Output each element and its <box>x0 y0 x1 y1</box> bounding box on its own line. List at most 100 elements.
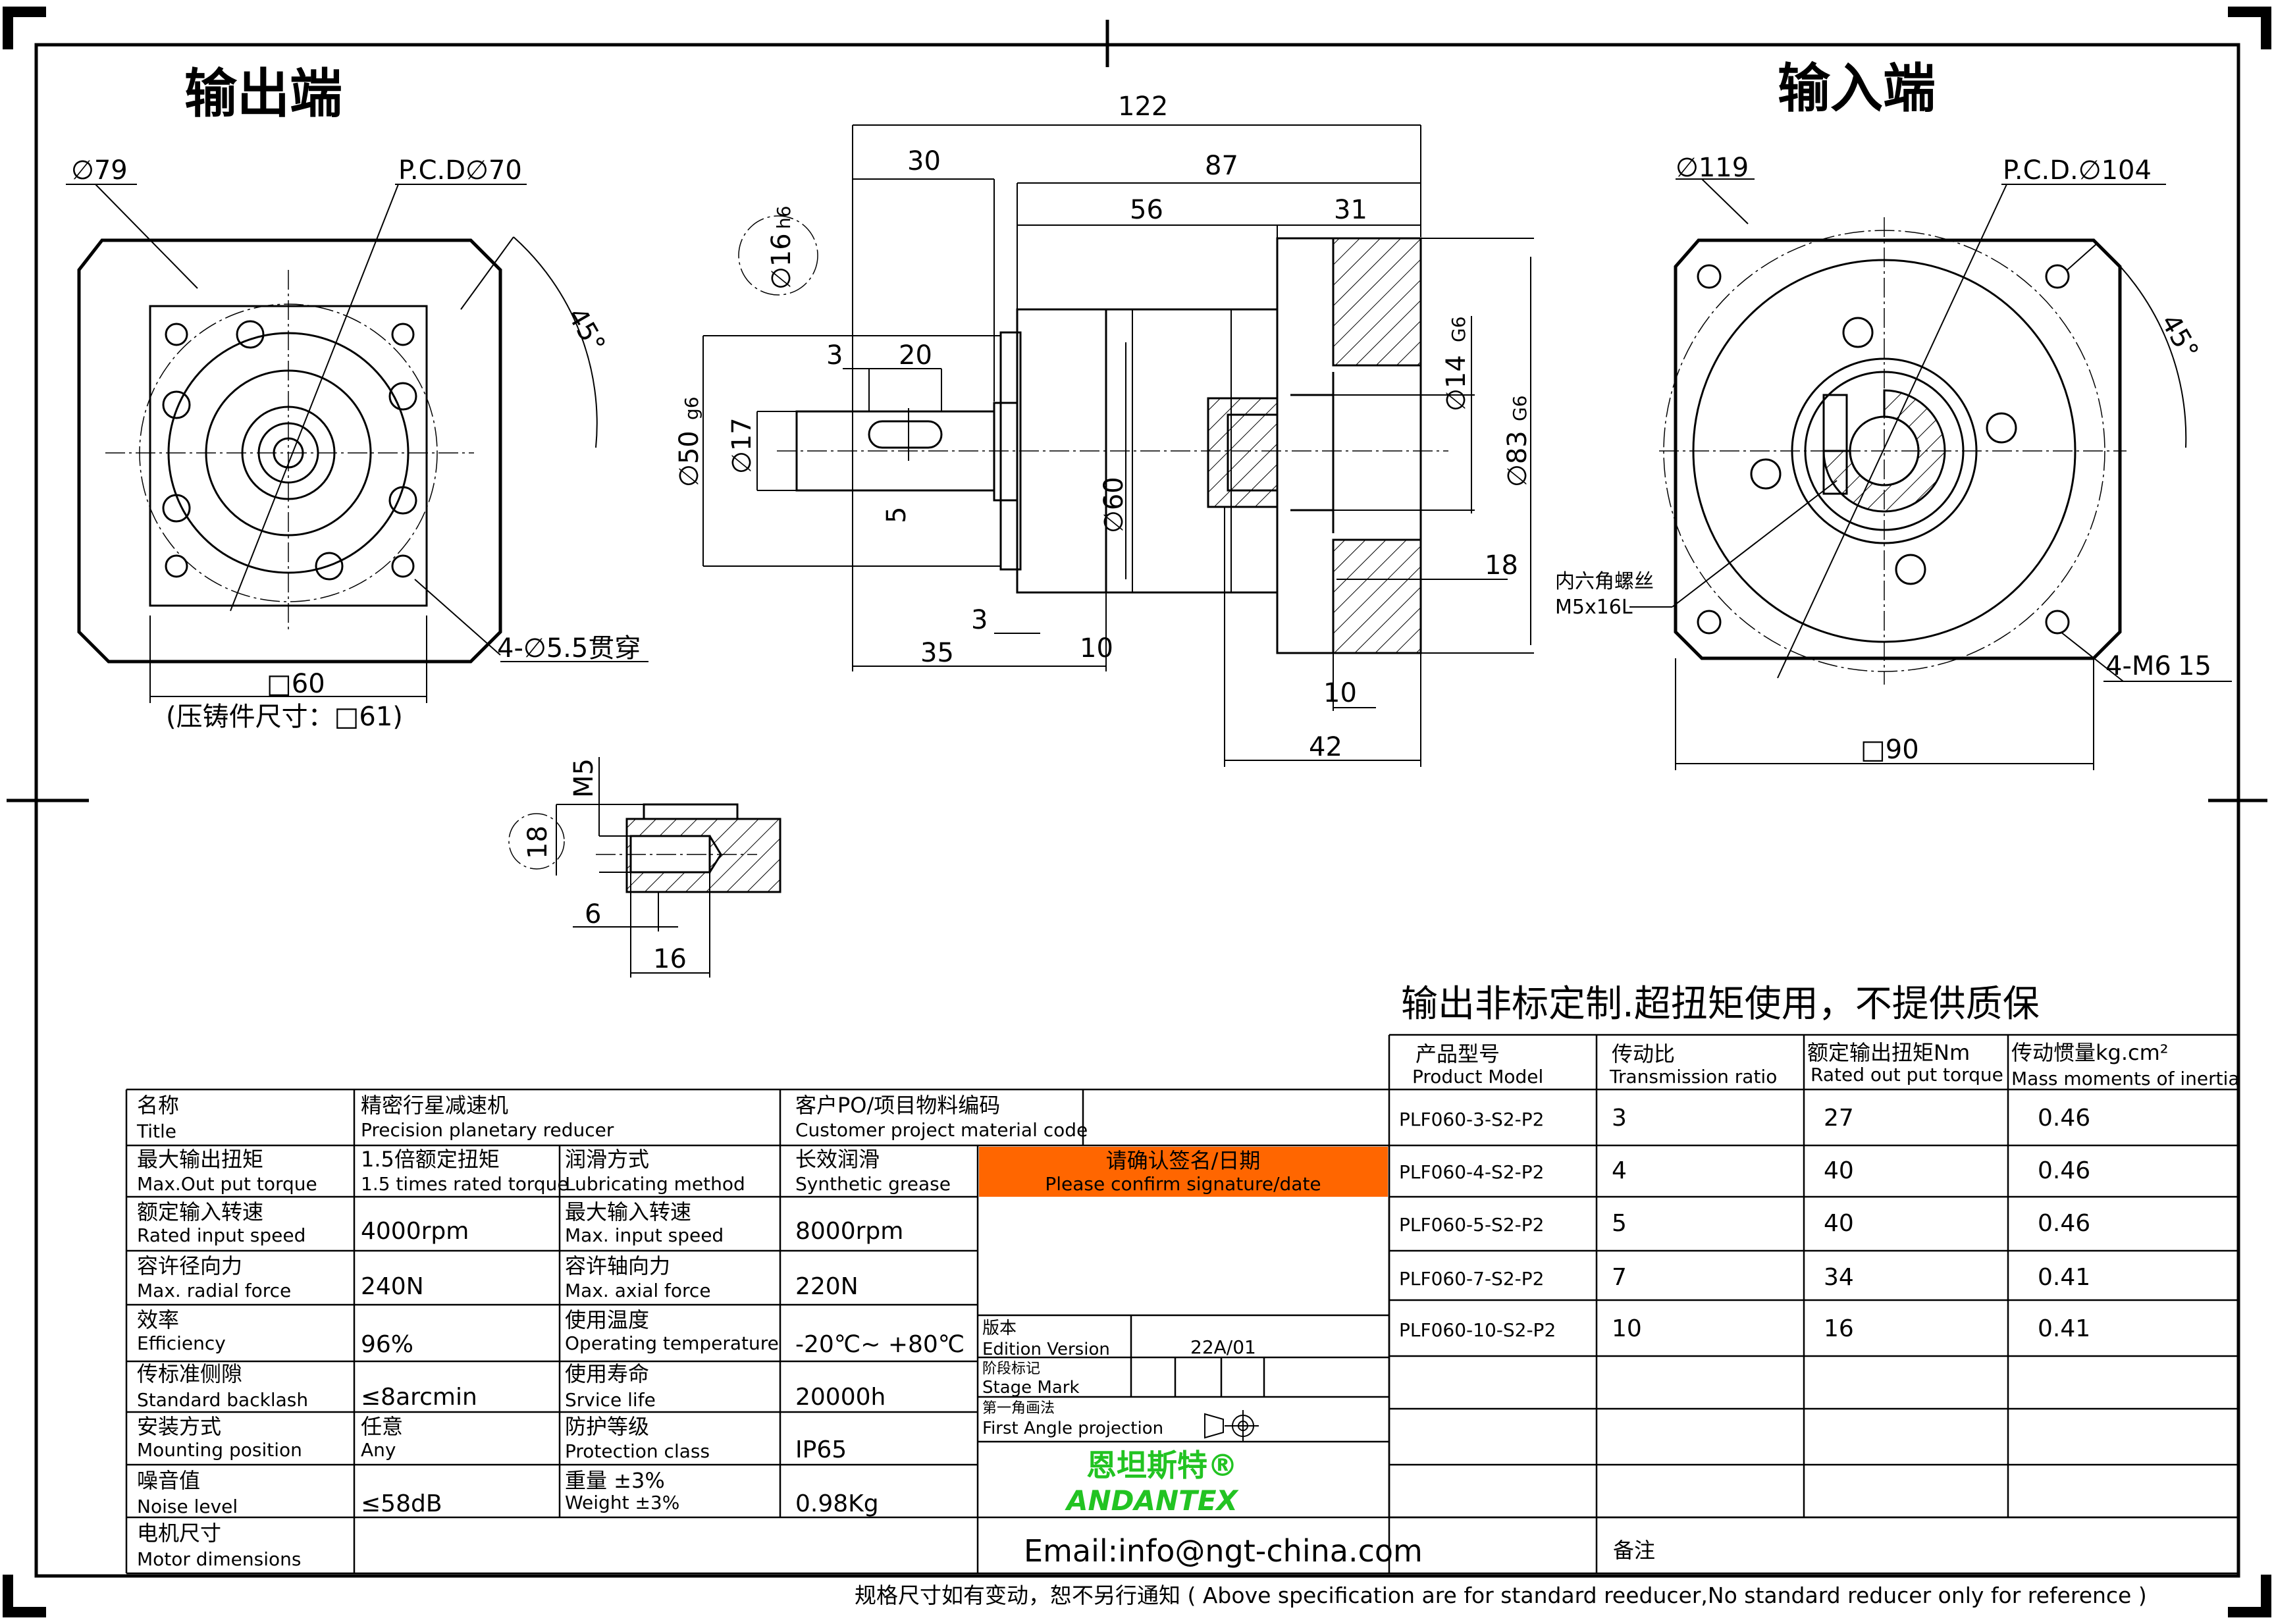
screw-label-cn: 内六角螺丝 <box>1555 570 1654 593</box>
dim-phi60: ∅60 <box>1099 477 1129 533</box>
spec-value-cn: 长效润滑 <box>795 1147 880 1172</box>
model-header-en-3: Mass moments of inertia <box>2011 1068 2240 1089</box>
table-cell: 0.46 <box>2038 1210 2090 1237</box>
table-cell: 0.46 <box>2038 1157 2090 1184</box>
dim-5: 5 <box>882 507 912 523</box>
spec-product-name-en: Precision planetary reducer <box>361 1119 614 1141</box>
confirm-label-cn: 请确认签名/日期 <box>1106 1148 1261 1173</box>
remark-label: 备注 <box>1613 1538 1655 1563</box>
spec-value: -20℃~ +80℃ <box>795 1331 965 1358</box>
spec-value: ≤58dB <box>361 1490 442 1517</box>
spec-value-en: Any <box>361 1439 396 1461</box>
spec-value: 96% <box>361 1331 413 1358</box>
output-end-view <box>66 184 648 703</box>
spec-value-en: Synthetic grease <box>795 1173 951 1195</box>
table-cell: 10 <box>1612 1315 1642 1342</box>
spec-label-cn: 使用温度 <box>565 1307 649 1332</box>
spec-label-cn: 重量 ±3% <box>565 1468 665 1493</box>
dim-input-holes: 4-M6 <box>2105 651 2171 681</box>
projection-label-cn: 第一角画法 <box>982 1400 1055 1417</box>
dim-42: 42 <box>1309 732 1342 762</box>
model-header-en-0: Product Model <box>1412 1066 1543 1087</box>
dim-phi79: ∅79 <box>71 155 128 186</box>
stage-label-cn: 阶段标记 <box>982 1361 1040 1377</box>
dim-phi16-tolerance: h6 <box>773 205 795 229</box>
table-cell: PLF060-7-S2-P2 <box>1399 1268 1544 1290</box>
dim-phi50: ∅50 <box>674 431 704 487</box>
model-rows: PLF060-3-S2-P2 3 27 0.46 PLF060-4-S2-P2 … <box>1399 1105 2090 1342</box>
dim-35: 35 <box>920 638 954 668</box>
model-header-cn-3: 传动惯量kg.cm² <box>2011 1040 2169 1065</box>
spec-customer-en: Customer project material code <box>795 1119 1088 1141</box>
spec-value-en: 1.5 times rated torque <box>361 1173 569 1195</box>
dim-input-45deg: 45° <box>2155 309 2204 365</box>
confirm-signature-cell[interactable] <box>979 1147 1388 1197</box>
spec-value: ≤8arcmin <box>361 1384 477 1411</box>
spec-label-en: Efficiency <box>137 1332 226 1354</box>
spec-label-cn: 安装方式 <box>137 1414 221 1439</box>
spec-value: 4000rpm <box>361 1218 469 1245</box>
spec-label-cn: 最大输出扭矩 <box>137 1147 263 1172</box>
first-angle-projection-icon <box>1204 1410 1259 1442</box>
spec-label-en: Mounting position <box>137 1439 302 1461</box>
dim-phi17: ∅17 <box>727 417 757 474</box>
table-cell: 0.41 <box>2038 1315 2090 1342</box>
spec-value-cn: 1.5倍额定扭矩 <box>361 1147 500 1172</box>
table-cell: 40 <box>1824 1210 1854 1237</box>
dim-pcd70: P.C.D∅70 <box>398 155 522 186</box>
dim-output-45deg: 45° <box>562 303 611 358</box>
dim-122: 122 <box>1118 92 1168 122</box>
dim-phi14: ∅14 <box>1441 355 1471 411</box>
edition-label-cn: 版本 <box>982 1319 1017 1338</box>
brand-logo-cn: 恩坦斯特® <box>1086 1448 1238 1483</box>
spec-value: 8000rpm <box>795 1218 903 1245</box>
dim-phi119: ∅119 <box>1676 153 1749 183</box>
dim-input-depth: 15 <box>2178 651 2211 681</box>
spec-value: 240N <box>361 1273 424 1300</box>
dim-3-top: 3 <box>826 340 843 371</box>
notice-text: 输出非标定制.超扭矩使用，不提供质保 <box>1401 983 2040 1026</box>
spec-label-cn: 容许轴向力 <box>565 1253 670 1278</box>
spec-label-cn: 容许径向力 <box>137 1253 242 1278</box>
table-cell: 27 <box>1824 1105 1854 1132</box>
spec-value-cn: 任意 <box>361 1414 403 1439</box>
table-cell: 0.41 <box>2038 1264 2090 1291</box>
projection-label-en: First Angle projection <box>982 1419 1163 1438</box>
spec-label-en: Max. axial force <box>565 1280 711 1301</box>
edition-value: 22A/01 <box>1190 1336 1256 1358</box>
input-end-view <box>1629 178 2232 770</box>
contact-email[interactable]: Email:info@ngt-china.com <box>1024 1533 1423 1569</box>
sheet-frame <box>3 7 2271 1617</box>
spec-label-cn: 效率 <box>137 1307 179 1332</box>
motor-label-cn: 电机尺寸 <box>137 1521 221 1546</box>
dim-phi50-tolerance: g6 <box>681 396 702 420</box>
detail-dim-16: 16 <box>653 944 687 974</box>
dim-20: 20 <box>899 340 932 371</box>
dim-18: 18 <box>1485 550 1518 581</box>
table-cell: 4 <box>1612 1157 1627 1184</box>
spec-label-en: Protection class <box>565 1440 710 1462</box>
table-cell: 16 <box>1824 1315 1854 1342</box>
spec-title-cn: 名称 <box>137 1093 179 1118</box>
spec-value: 220N <box>795 1273 859 1300</box>
table-cell: PLF060-4-S2-P2 <box>1399 1161 1544 1183</box>
model-header-en-1: Transmission ratio <box>1609 1066 1777 1087</box>
dim-31: 31 <box>1334 195 1367 225</box>
cast-size-note: (压铸件尺寸：□61) <box>166 702 403 732</box>
spec-label-cn: 传标准侧隙 <box>137 1361 242 1386</box>
edition-label-en: Edition Version <box>982 1340 1110 1359</box>
spec-label-cn: 额定输入转速 <box>137 1199 263 1224</box>
spec-label-cn: 润滑方式 <box>565 1147 649 1172</box>
spec-label-cn: 使用寿命 <box>565 1361 649 1386</box>
spec-label-en: Standard backlash <box>137 1389 308 1411</box>
motor-label-en: Motor dimensions <box>137 1548 301 1570</box>
spec-label-en: Weight ±3% <box>565 1492 679 1513</box>
model-header-cn-2: 额定输出扭矩Nm <box>1807 1040 1970 1065</box>
spec-label-cn: 防护等级 <box>565 1414 649 1439</box>
table-cell: 5 <box>1612 1210 1627 1237</box>
stage-label-en: Stage Mark <box>982 1378 1080 1398</box>
table-cell: PLF060-5-S2-P2 <box>1399 1214 1544 1236</box>
spec-label-en: Max. input speed <box>565 1224 724 1246</box>
dim-pcd104: P.C.D.∅104 <box>2003 155 2152 186</box>
dim-phi83: ∅83 <box>1502 431 1533 487</box>
